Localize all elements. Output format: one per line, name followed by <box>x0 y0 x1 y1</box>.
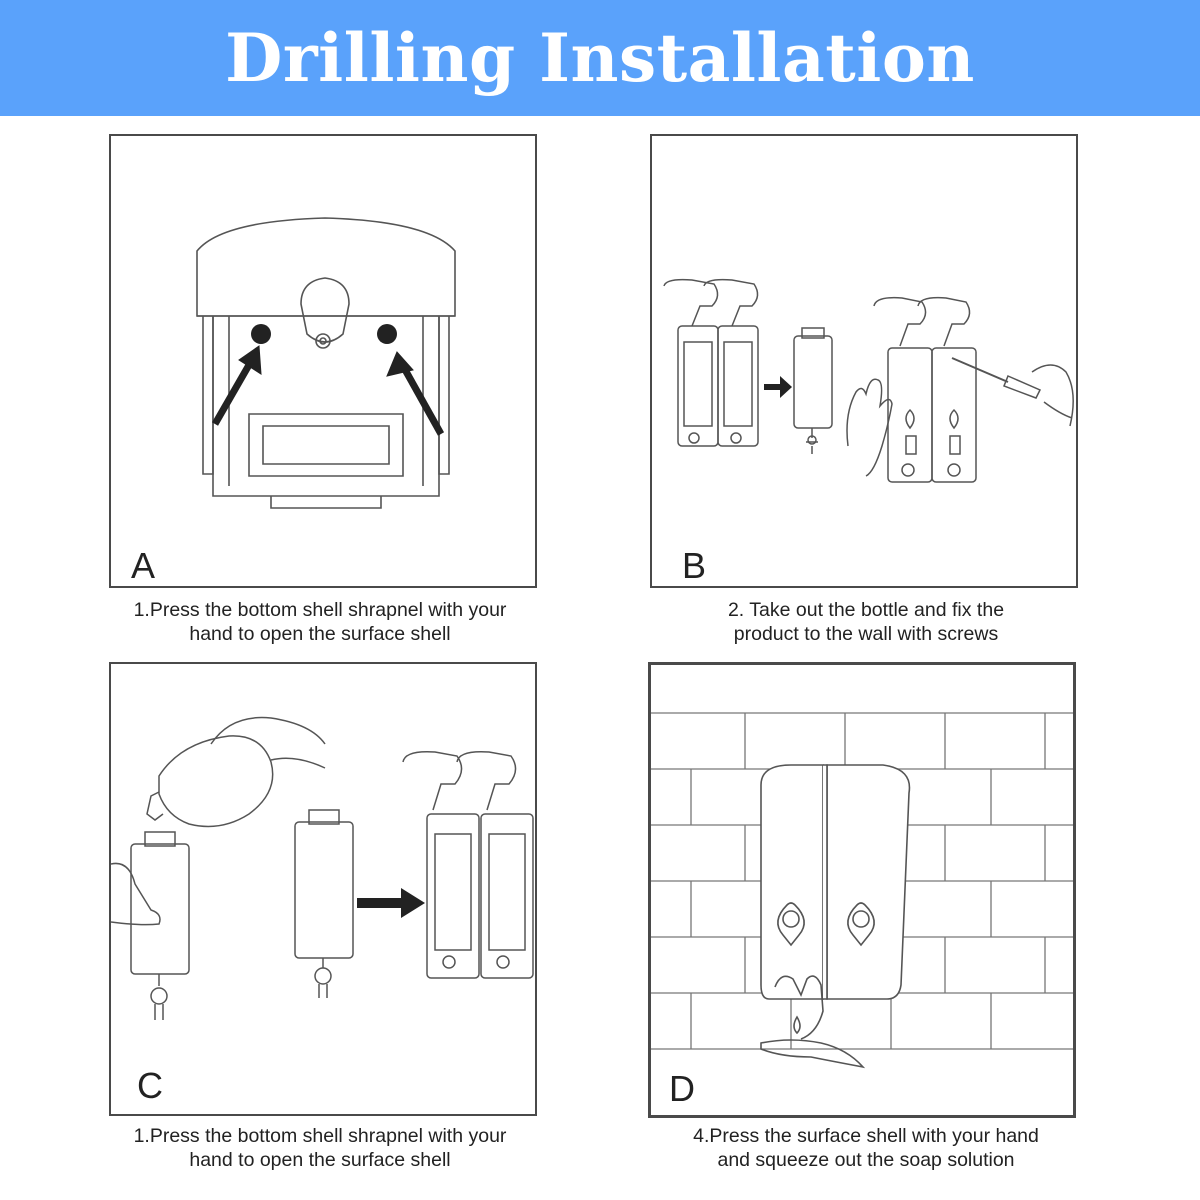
step-d-panel: D <box>648 662 1076 1118</box>
bottle-removal-illustration <box>652 136 1078 588</box>
refill-bottle-illustration <box>111 664 537 1116</box>
title-banner: Drilling Installation <box>0 0 1200 116</box>
screw-hole-left-icon <box>251 324 271 344</box>
step-c-caption: 1.Press the bottom shell shrapnel with y… <box>60 1124 580 1172</box>
step-letter: A <box>131 548 155 584</box>
step-a-panel: A <box>109 134 537 588</box>
step-letter: D <box>669 1071 695 1107</box>
step-b-panel: B <box>650 134 1078 588</box>
step-c-panel: C <box>109 662 537 1116</box>
step-b-caption: 2. Take out the bottle and fix the produ… <box>606 598 1126 646</box>
step-d-caption: 4.Press the surface shell with your hand… <box>606 1124 1126 1172</box>
wall-mounted-dispenser-illustration <box>651 665 1076 1118</box>
step-letter: C <box>137 1068 163 1104</box>
page-title: Drilling Installation <box>225 19 975 97</box>
screw-hole-right-icon <box>377 324 397 344</box>
arrow-right-icon <box>401 888 425 918</box>
step-a-caption: 1.Press the bottom shell shrapnel with y… <box>60 598 580 646</box>
arrow-right-icon <box>780 376 792 398</box>
step-letter: B <box>682 548 706 584</box>
dispenser-open-shell-illustration <box>111 136 537 588</box>
